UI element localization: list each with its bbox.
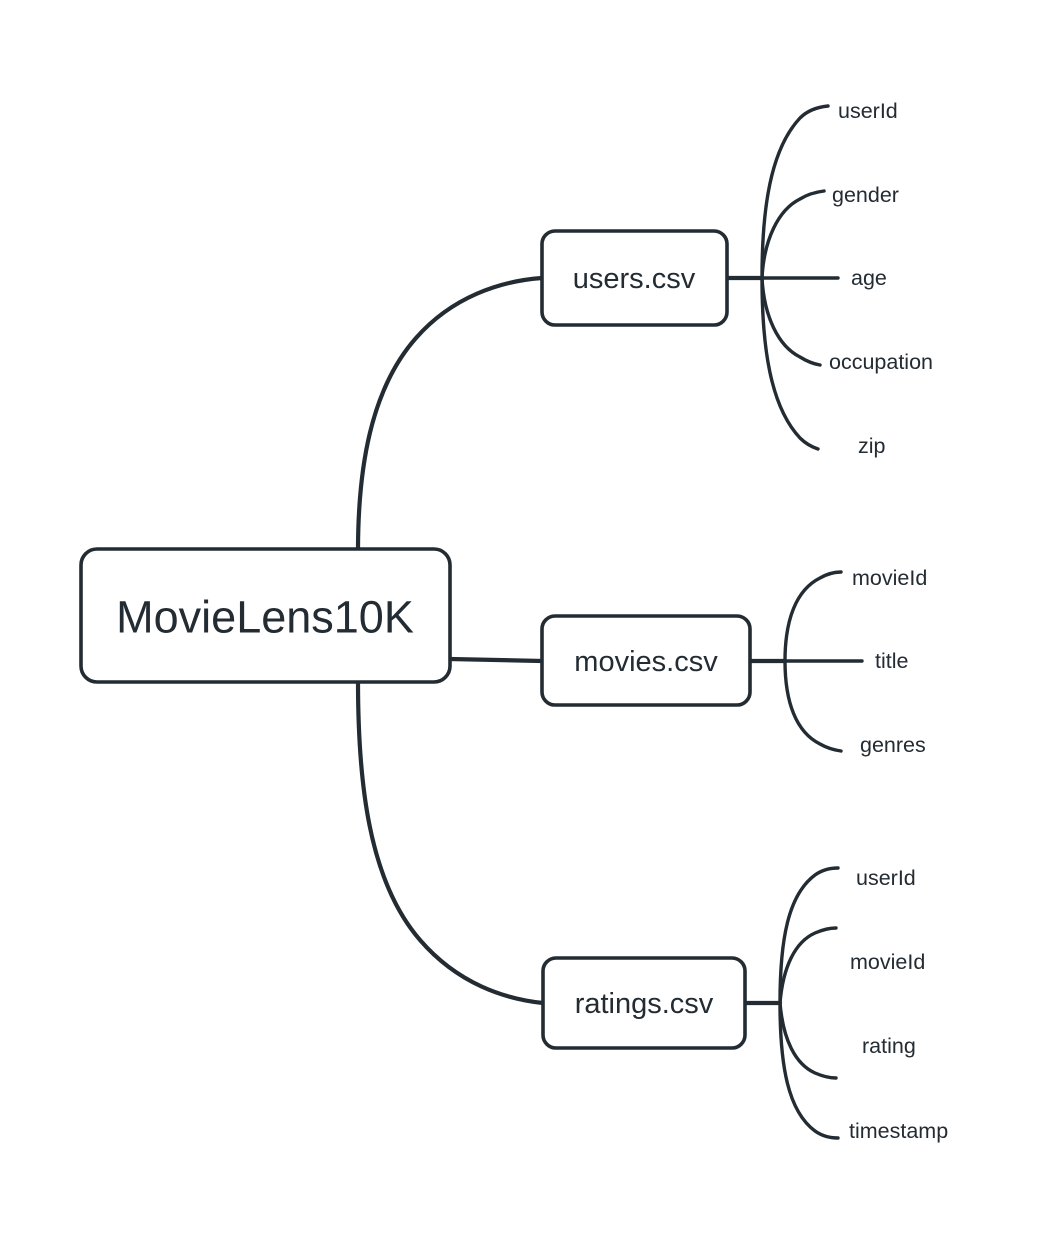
edge-ratings-to-timestamp — [778, 1001, 840, 1140]
edge-users-to-occupation — [760, 276, 822, 367]
leaf-users-userId: userId — [838, 99, 898, 123]
edge-ratings-to-movieId — [778, 926, 838, 1005]
branch-users: users.csv userId gender age occupation z… — [540, 99, 933, 458]
leaf-users-zip: zip — [858, 434, 886, 458]
edge-root-to-users — [355, 275, 545, 554]
node-root-label: MovieLens10K — [116, 592, 414, 643]
edge-movies-to-genres — [783, 659, 843, 753]
edge-movies-to-movieId — [783, 570, 843, 663]
leaf-ratings-movieId: movieId — [850, 950, 925, 974]
leaf-ratings-userId: userId — [856, 866, 916, 890]
node-root-box[interactable] — [79, 547, 452, 684]
edge-ratings-to-rating — [778, 1001, 838, 1080]
edge-ratings-to-userId — [778, 866, 840, 1005]
edge-users-to-gender — [760, 189, 826, 280]
node-ratings-label: ratings.csv — [575, 988, 714, 1020]
branch-ratings: ratings.csv userId movieId rating timest… — [541, 866, 948, 1143]
edge-users-to-userId — [760, 104, 830, 280]
node-ratings-box[interactable] — [541, 956, 747, 1050]
leaf-movies-movieId: movieId — [852, 566, 927, 590]
node-root: MovieLens10K — [79, 547, 452, 684]
leaf-ratings-timestamp: timestamp — [849, 1119, 948, 1143]
leaf-ratings-rating: rating — [862, 1034, 916, 1058]
leaf-movies-genres: genres — [860, 733, 926, 757]
leaf-users-age: age — [851, 266, 887, 290]
node-movies-label: movies.csv — [574, 646, 718, 678]
branch-movies: movies.csv movieId title genres — [540, 566, 927, 757]
edge-users-to-zip — [760, 276, 820, 451]
root-to-branch-edges — [355, 275, 546, 1006]
leaf-movies-title: title — [875, 649, 908, 673]
node-users-label: users.csv — [573, 263, 696, 295]
edge-root-to-ratings — [355, 678, 546, 1006]
leaf-users-gender: gender — [832, 183, 899, 207]
edge-root-to-movies — [447, 656, 545, 664]
node-users-box[interactable] — [540, 229, 729, 327]
node-movies-box[interactable] — [540, 614, 752, 707]
leaf-users-occupation: occupation — [829, 350, 933, 374]
